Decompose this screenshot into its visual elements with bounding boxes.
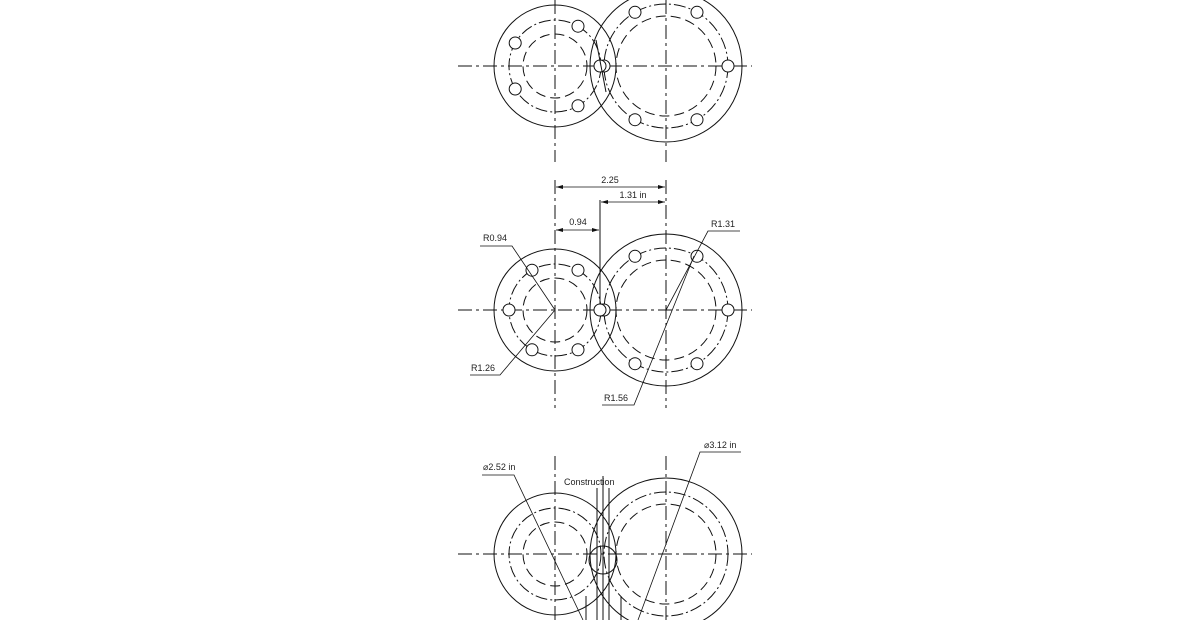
right-bolt-circle bbox=[603, 491, 729, 617]
arrowhead bbox=[592, 228, 599, 232]
view-bottom: Construction ⌀2.52 in ⌀3.12 in bbox=[458, 440, 752, 620]
tangent-line bbox=[595, 39, 607, 93]
bolt-hole bbox=[628, 5, 642, 19]
left-bolt-holes bbox=[508, 19, 585, 113]
bolt-hole bbox=[690, 5, 704, 19]
leader-right-radius bbox=[665, 230, 740, 311]
arrowhead bbox=[601, 200, 608, 204]
bolt-hole bbox=[508, 82, 522, 96]
leader-right-diameter bbox=[637, 451, 741, 620]
right-outer-circle bbox=[589, 233, 743, 387]
label-right-outer-radius: R1.56 bbox=[604, 393, 628, 403]
bolt-hole bbox=[690, 357, 704, 371]
dim-center-distance: 2.25 bbox=[601, 175, 619, 185]
dim-right-offset: 1.31 in bbox=[619, 190, 646, 200]
dim-left-offset: 0.94 bbox=[569, 217, 587, 227]
bolt-hole bbox=[628, 357, 642, 371]
bolt-hole bbox=[571, 99, 585, 113]
left-inner-circle bbox=[522, 33, 588, 99]
leader-left-outer-radius bbox=[470, 309, 556, 376]
arrowhead bbox=[658, 200, 665, 204]
bolt-hole bbox=[690, 249, 704, 263]
bolt-hole bbox=[721, 303, 735, 317]
view-top bbox=[458, 0, 752, 162]
bolt-hole bbox=[690, 113, 704, 127]
leader-left-diameter bbox=[482, 474, 584, 620]
label-right-radius: R1.31 bbox=[711, 219, 735, 229]
view-middle: 2.25 1.31 in 0.94 R0.94 R1.31 R1.26 R1.5… bbox=[458, 175, 752, 408]
left-inner-circle bbox=[522, 521, 588, 587]
bolt-hole bbox=[502, 303, 516, 317]
label-left-outer-radius: R1.26 bbox=[471, 363, 495, 373]
leader-right-outer-radius bbox=[602, 255, 695, 406]
label-left-diameter: ⌀2.52 in bbox=[483, 462, 515, 472]
bolt-hole bbox=[628, 249, 642, 263]
tangent-point-hole bbox=[593, 303, 607, 317]
right-outer-circle bbox=[589, 0, 743, 143]
right-inner-circle bbox=[615, 15, 717, 117]
left-bolt-circle bbox=[508, 507, 602, 601]
arrowhead bbox=[658, 185, 665, 189]
bolt-hole bbox=[628, 113, 642, 127]
label-left-radius: R0.94 bbox=[483, 233, 507, 243]
arrowhead bbox=[556, 228, 563, 232]
bolt-hole bbox=[571, 343, 585, 357]
bolt-hole bbox=[571, 263, 585, 277]
leader-left-radius bbox=[480, 245, 556, 311]
right-inner-circle bbox=[615, 259, 717, 361]
bolt-hole bbox=[721, 59, 735, 73]
left-inner-circle bbox=[522, 277, 588, 343]
arrowhead bbox=[556, 185, 563, 189]
bolt-hole bbox=[508, 36, 522, 50]
right-bolt-holes bbox=[597, 249, 735, 371]
right-bolt-holes bbox=[597, 5, 735, 127]
label-right-diameter: ⌀3.12 in bbox=[704, 440, 736, 450]
bolt-hole bbox=[571, 19, 585, 33]
construction-label: Construction bbox=[564, 477, 615, 487]
bolt-hole bbox=[525, 343, 539, 357]
